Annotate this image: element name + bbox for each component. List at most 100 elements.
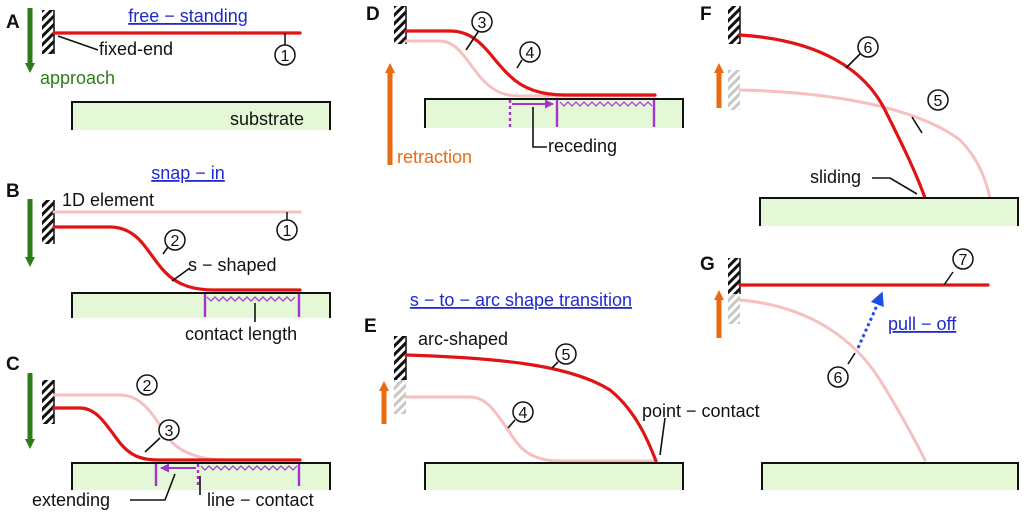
- panel-title: s − to − arc shape transition: [410, 290, 632, 310]
- adhesion-zigzag: [559, 101, 653, 107]
- panel-title: snap − in: [151, 163, 225, 183]
- state-1-number: 1: [283, 223, 292, 240]
- state-7-number: 7: [959, 252, 968, 269]
- state-4-marker: [519, 41, 541, 63]
- clamp-previous: [728, 70, 740, 110]
- state-5-marker: [927, 89, 949, 111]
- panel-letter: E: [364, 316, 377, 337]
- state-3-number: 3: [478, 15, 487, 32]
- state-6-number: 6: [864, 40, 873, 57]
- state-6-marker: [857, 36, 879, 58]
- state-2-leader: [162, 246, 169, 255]
- state-4-number: 4: [519, 405, 528, 422]
- beam-state-4-ghost: [404, 395, 657, 463]
- line-contact-label: line − contact: [207, 490, 314, 510]
- sliding-label: sliding: [810, 167, 861, 187]
- pull-off-arrow: [856, 291, 884, 349]
- panel-a: A free − standing approach fixed-end 1 s…: [6, 6, 331, 130]
- fixed-end-leader: [57, 35, 99, 51]
- beam-state-6: [738, 33, 927, 200]
- state-3-marker: [471, 11, 493, 33]
- sliding-leader: [872, 177, 918, 195]
- state-2-number: 2: [143, 378, 152, 395]
- point-contact-label: point − contact: [642, 401, 760, 421]
- panel-f: F 5 6 sliding: [700, 4, 1019, 226]
- extending-leader: [130, 473, 176, 501]
- state-5-number: 5: [562, 347, 571, 364]
- receding-leader: [532, 107, 547, 148]
- panel-title: free − standing: [128, 6, 248, 26]
- fixed-end-label: fixed-end: [99, 39, 173, 59]
- panel-letter: G: [700, 254, 715, 275]
- substrate: [424, 98, 684, 128]
- arc-shaped-label: arc-shaped: [418, 329, 508, 349]
- panel-letter: F: [700, 4, 712, 25]
- approach-label: approach: [40, 68, 115, 88]
- state-5-marker: [555, 343, 577, 365]
- point-contact-leader: [659, 417, 666, 456]
- state-5-leader: [551, 361, 559, 369]
- clamp: [42, 380, 54, 424]
- state-7-marker: [952, 248, 974, 270]
- adhesion-zigzag: [200, 465, 298, 471]
- substrate: [71, 101, 331, 130]
- panel-letter: D: [366, 4, 380, 25]
- beam-state-3: [52, 406, 302, 462]
- state-3-leader: [144, 437, 161, 453]
- state-3-marker: [158, 419, 180, 441]
- state-6-leader: [847, 352, 856, 365]
- state-1-number: 1: [281, 48, 290, 65]
- substrate: [71, 292, 331, 318]
- state-6-leader: [845, 53, 861, 69]
- state-1-marker: [274, 44, 296, 66]
- state-5-number: 5: [934, 93, 943, 110]
- s-shaped-leader: [171, 267, 191, 282]
- panel-letter: C: [6, 354, 20, 375]
- panel-g: G 7 6 pull − off: [700, 248, 1019, 490]
- beam-state-2: [52, 225, 302, 292]
- substrate: [71, 462, 331, 490]
- panel-d: D retraction 3 4 receding: [366, 4, 684, 167]
- clamp-previous: [728, 294, 740, 324]
- state-3-leader: [465, 31, 479, 51]
- retraction-label: retraction: [397, 147, 472, 167]
- substrate: [761, 462, 1019, 490]
- state-3-number: 3: [165, 423, 174, 440]
- panel-letter: B: [6, 181, 20, 202]
- state-5-leader: [911, 116, 923, 134]
- receding-label: receding: [548, 136, 617, 156]
- panel-b: B snap − in 1D element 1 2 s − shaped co…: [6, 163, 331, 344]
- clamp: [42, 200, 54, 244]
- clamp: [728, 6, 740, 44]
- state-7-leader: [943, 271, 954, 286]
- extending-label: extending: [32, 490, 110, 510]
- state-6-number: 6: [834, 370, 843, 387]
- panel-letter: A: [6, 12, 20, 33]
- adhesion-zigzag: [206, 296, 296, 302]
- clamp: [394, 6, 406, 44]
- state-4-marker: [512, 401, 534, 423]
- state-6-marker: [827, 366, 849, 388]
- state-2-marker: [136, 374, 158, 396]
- state-4-number: 4: [526, 45, 535, 62]
- state-1-marker: [276, 219, 298, 241]
- beam-state-5-ghost: [738, 88, 992, 200]
- state-2-number: 2: [171, 233, 180, 250]
- state-2-marker: [164, 229, 186, 251]
- substrate: [424, 462, 684, 490]
- panel-e: E s − to − arc shape transition arc-shap…: [364, 290, 760, 490]
- pull-off-label: pull − off: [888, 314, 957, 334]
- element-label: 1D element: [62, 190, 154, 210]
- s-shaped-label: s − shaped: [188, 255, 277, 275]
- beam-state-5: [404, 353, 658, 463]
- state-4-leader: [516, 59, 523, 69]
- state-4-leader: [507, 419, 516, 429]
- clamp: [728, 258, 740, 294]
- clamp: [42, 10, 54, 54]
- contact-length-label: contact length: [185, 324, 297, 344]
- substrate-label: substrate: [230, 109, 304, 129]
- beam-state-6-ghost: [738, 298, 927, 462]
- substrate: [759, 197, 1019, 226]
